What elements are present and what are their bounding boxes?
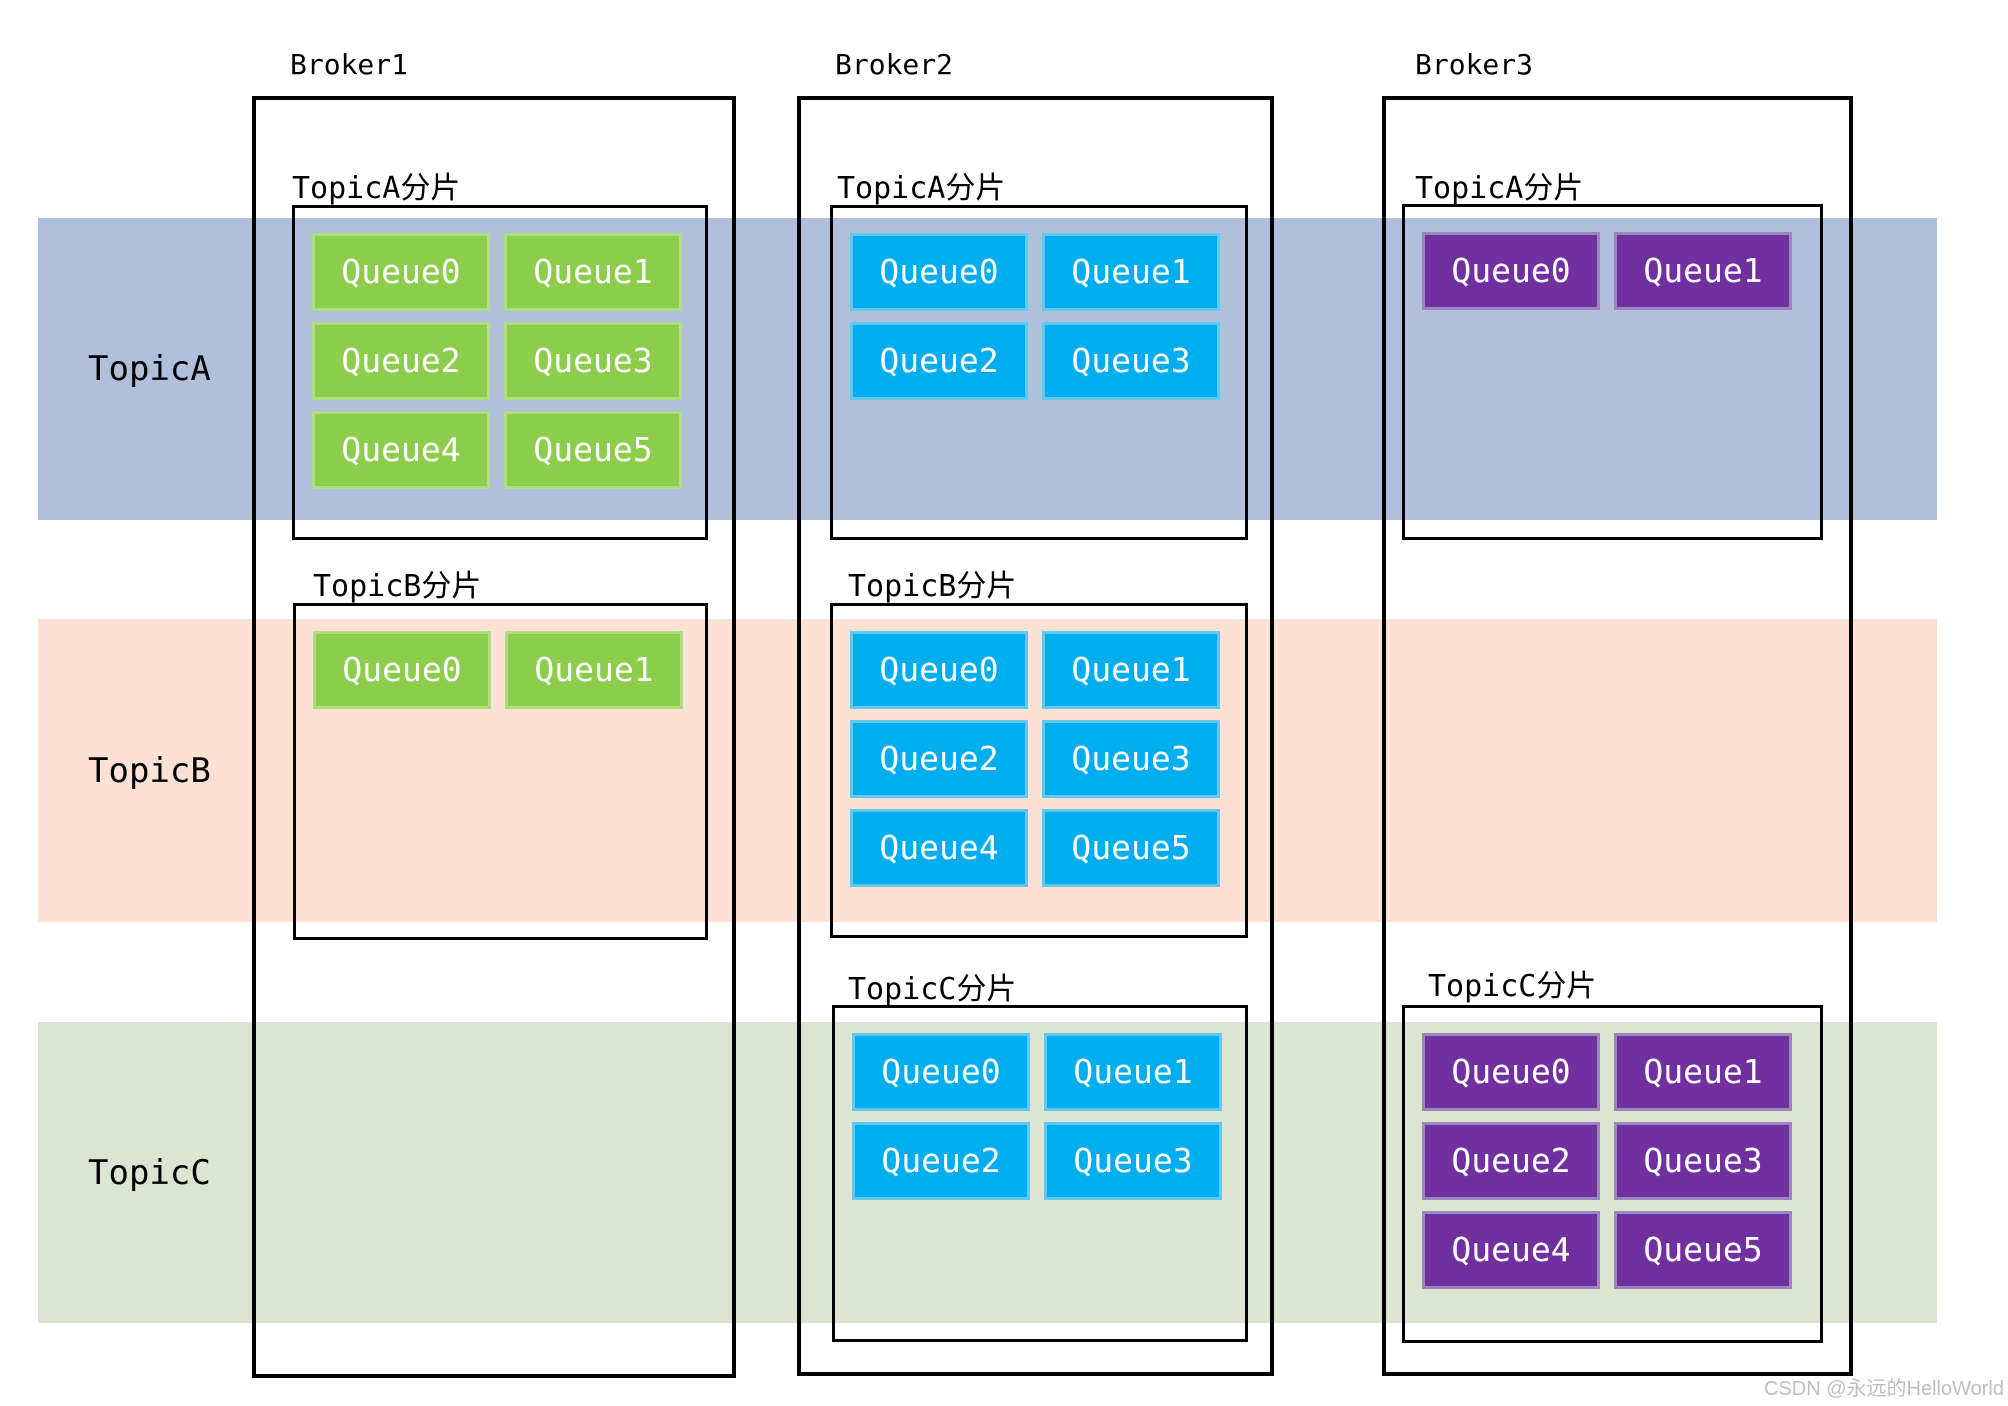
queue-box-queue0: Queue0 bbox=[850, 631, 1028, 709]
queue-box-queue1: Queue1 bbox=[1614, 232, 1792, 310]
topic-label-topicc: TopicC bbox=[88, 1152, 211, 1193]
broker2-topicc-shard-label: TopicC分片 bbox=[848, 972, 1017, 1007]
queue-box-queue0: Queue0 bbox=[313, 631, 491, 709]
queue-box-queue2: Queue2 bbox=[850, 720, 1028, 798]
queue-box-queue2: Queue2 bbox=[850, 322, 1028, 400]
queue-box-queue0: Queue0 bbox=[852, 1033, 1030, 1111]
queue-box-queue3: Queue3 bbox=[1614, 1122, 1792, 1200]
queue-box-queue4: Queue4 bbox=[850, 809, 1028, 887]
queue-box-queue4: Queue4 bbox=[312, 411, 490, 489]
topic-label-topicb: TopicB bbox=[88, 750, 211, 791]
queue-box-queue4: Queue4 bbox=[1422, 1211, 1600, 1289]
queue-box-queue1: Queue1 bbox=[1042, 631, 1220, 709]
queue-box-queue3: Queue3 bbox=[1044, 1122, 1222, 1200]
queue-box-queue0: Queue0 bbox=[850, 233, 1028, 311]
queue-box-queue1: Queue1 bbox=[1044, 1033, 1222, 1111]
topic-label-topica: TopicA bbox=[88, 349, 211, 389]
queue-box-queue2: Queue2 bbox=[852, 1122, 1030, 1200]
queue-box-queue2: Queue2 bbox=[312, 322, 490, 400]
queue-box-queue5: Queue5 bbox=[1614, 1211, 1792, 1289]
queue-box-queue3: Queue3 bbox=[1042, 322, 1220, 400]
queue-box-queue0: Queue0 bbox=[1422, 232, 1600, 310]
broker2-topica-shard-label: TopicA分片 bbox=[837, 171, 1006, 206]
queue-box-queue3: Queue3 bbox=[1042, 720, 1220, 798]
queue-box-queue1: Queue1 bbox=[505, 631, 683, 709]
broker2-topicb-shard-label: TopicB分片 bbox=[848, 569, 1017, 604]
broker1-topicb-shard-label: TopicB分片 bbox=[313, 569, 482, 604]
queue-box-queue1: Queue1 bbox=[1614, 1033, 1792, 1111]
broker1-box bbox=[252, 96, 736, 1378]
broker1-topica-shard-label: TopicA分片 bbox=[292, 171, 461, 206]
queue-box-queue3: Queue3 bbox=[504, 322, 682, 400]
csdn-watermark: CSDN @永远的HelloWorld bbox=[1764, 1378, 2004, 1400]
broker3-box bbox=[1382, 96, 1853, 1376]
queue-box-queue5: Queue5 bbox=[504, 411, 682, 489]
broker3-topica-shard-label: TopicA分片 bbox=[1415, 171, 1584, 206]
queue-box-queue2: Queue2 bbox=[1422, 1122, 1600, 1200]
broker2-title: Broker2 bbox=[835, 48, 954, 81]
broker3-title: Broker3 bbox=[1415, 48, 1534, 81]
broker2-box bbox=[797, 96, 1274, 1376]
broker1-title: Broker1 bbox=[290, 48, 409, 81]
broker3-topicc-shard-label: TopicC分片 bbox=[1428, 969, 1597, 1004]
queue-box-queue0: Queue0 bbox=[1422, 1033, 1600, 1111]
queue-box-queue5: Queue5 bbox=[1042, 809, 1220, 887]
queue-box-queue0: Queue0 bbox=[312, 233, 490, 311]
queue-box-queue1: Queue1 bbox=[504, 233, 682, 311]
queue-box-queue1: Queue1 bbox=[1042, 233, 1220, 311]
